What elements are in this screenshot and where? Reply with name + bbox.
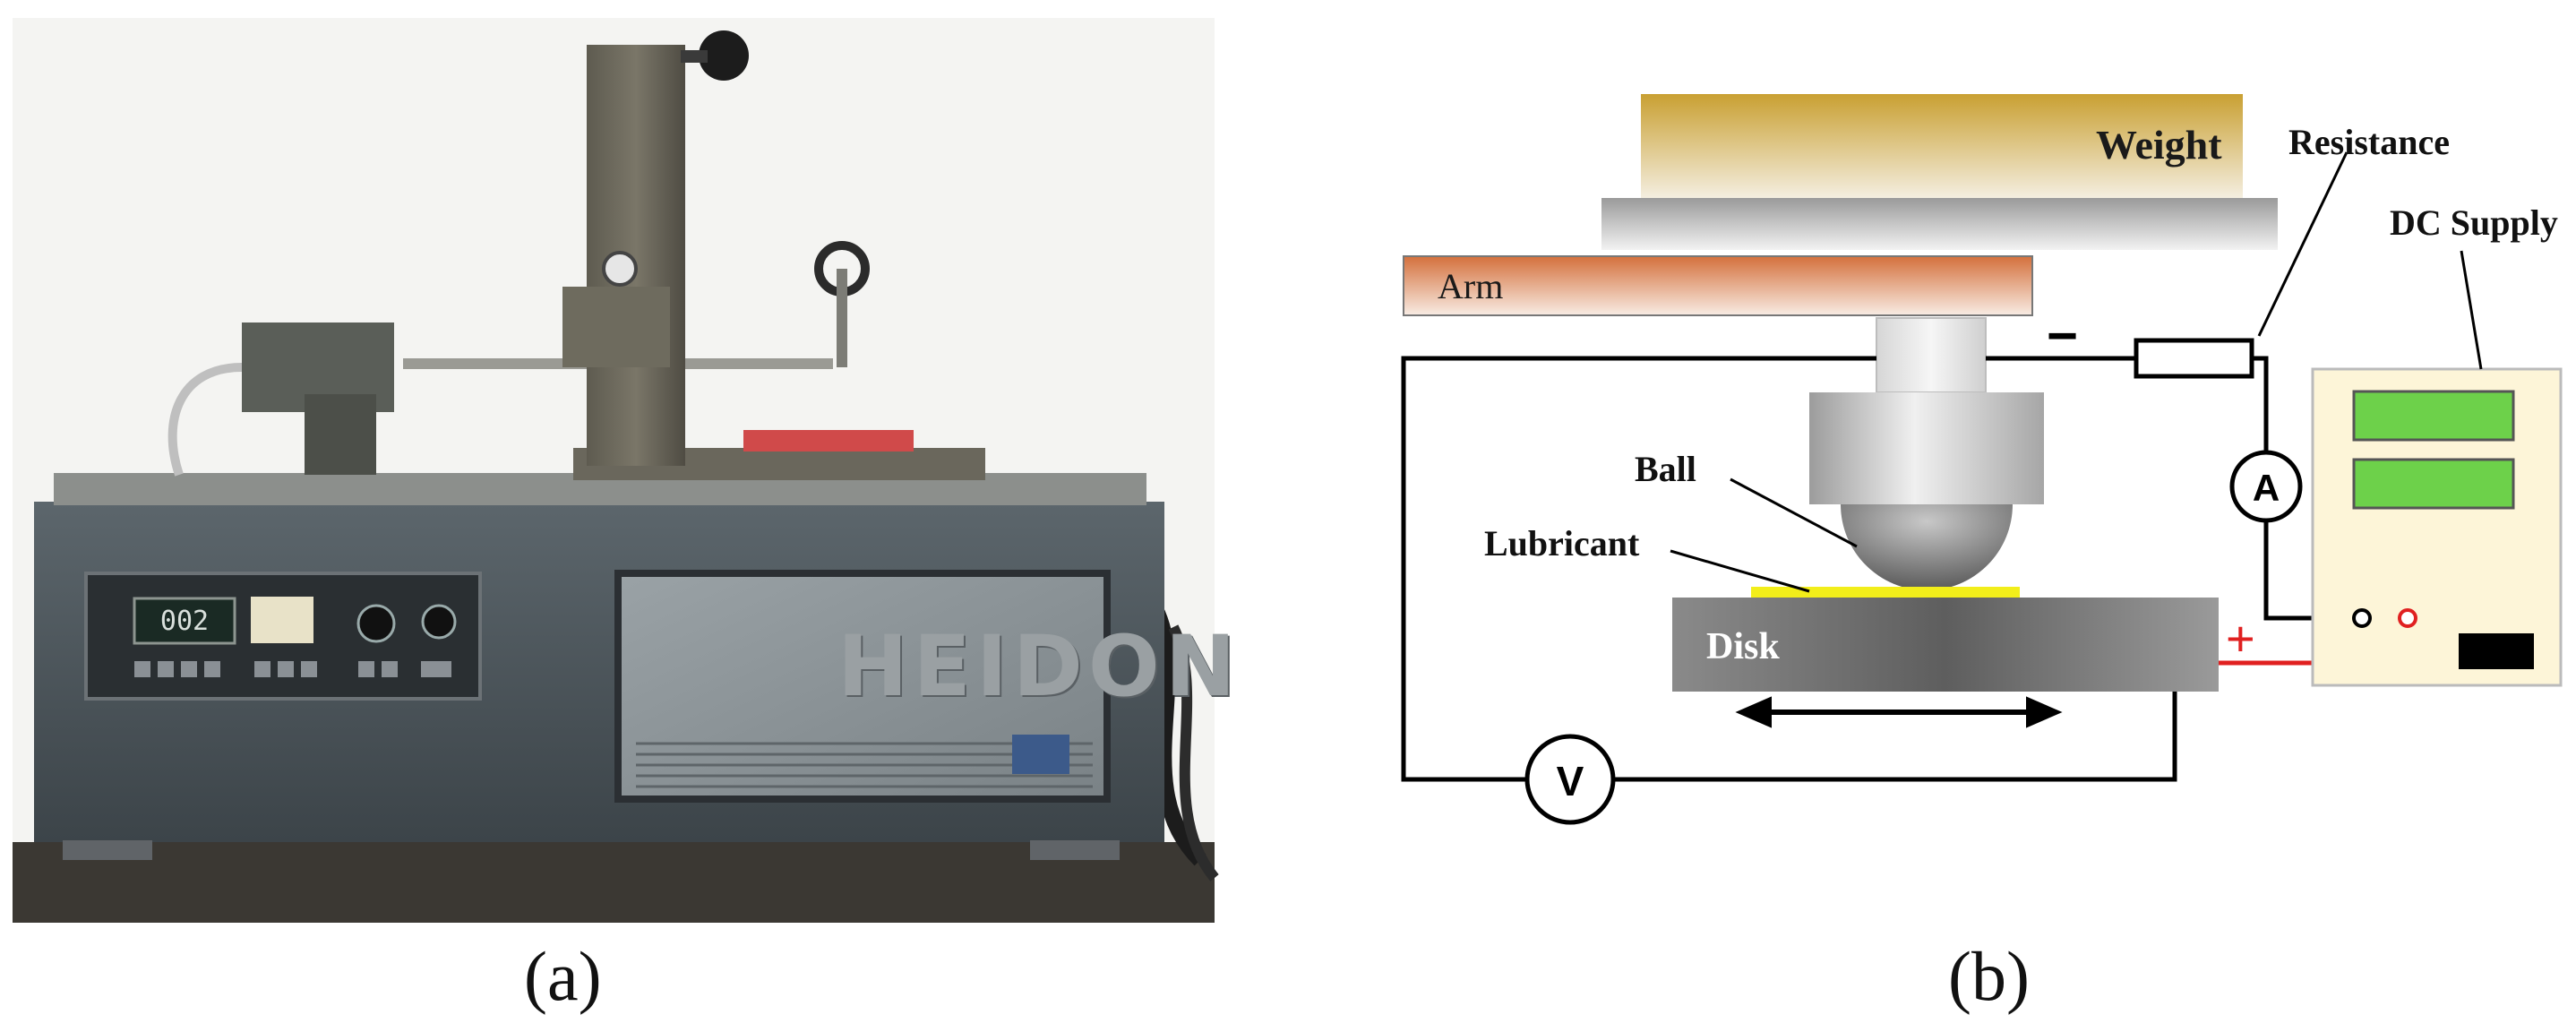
ball-holder (1809, 392, 2044, 504)
schematic: Weight Arm Resistance DC Supply Ball Lub… (1401, 94, 2563, 825)
minus-sign: − (2047, 305, 2078, 366)
voltmeter-label: V (1557, 758, 1584, 804)
gauge-dial (602, 251, 638, 287)
motor-cable (167, 363, 243, 477)
lubricant-label: Lubricant (1484, 523, 1640, 563)
load-plate (1601, 198, 2278, 250)
arm-bar (1403, 255, 2033, 316)
ball (1841, 504, 2013, 590)
ammeter-icon (2229, 450, 2303, 523)
photo-floor (13, 842, 1215, 923)
photo-cables (1147, 605, 1206, 866)
ball-pointer (1730, 477, 1858, 548)
dc-supply-label: DC Supply (2390, 202, 2558, 243)
disk (1672, 598, 2219, 692)
arm-label: Arm (1438, 266, 1503, 306)
ball-label: Ball (1635, 449, 1696, 489)
knob (356, 604, 396, 643)
dc-supply-pointer (2460, 250, 2483, 370)
supply-display (2352, 390, 2515, 442)
weight-block (1641, 94, 2243, 198)
positive-terminal (2398, 608, 2417, 628)
double-arrow-icon (1735, 696, 2063, 728)
supply-display (2352, 458, 2515, 510)
lcd-display (133, 597, 236, 645)
photo-tribometer (13, 18, 1219, 923)
disk-label: Disk (1706, 626, 1780, 667)
drawer-badge (1012, 735, 1069, 774)
plus-sign: + (2226, 610, 2255, 666)
brand-logo-text: HEIDON (837, 618, 1241, 716)
ammeter-label: A (2253, 467, 2280, 509)
supply-switch (2459, 633, 2534, 669)
control-buttons (134, 661, 451, 677)
resistor-icon (2134, 338, 2254, 379)
vertical-column (587, 45, 685, 466)
column-carriage (562, 287, 670, 367)
negative-terminal (2352, 608, 2372, 628)
lubricant-film (1751, 587, 2020, 598)
lcd-reading: 002 (159, 606, 210, 637)
resistance-label: Resistance (2288, 122, 2450, 162)
caption-b: (b) (1948, 937, 2030, 1015)
cabinet-foot (1030, 840, 1120, 860)
resistance-pointer (2257, 151, 2348, 337)
specimen-holder (743, 430, 914, 452)
voltmeter-icon (1524, 734, 1616, 825)
knob (421, 604, 457, 640)
circuit-wires (1401, 356, 2362, 782)
cabinet-foot (63, 840, 152, 860)
top-knob (699, 30, 749, 81)
motor-base (305, 394, 376, 475)
ball-holder-neck (1876, 317, 1987, 393)
caption-a: (a) (524, 937, 602, 1015)
weight-label: Weight (2096, 122, 2222, 168)
lubricant-pointer (1670, 549, 1810, 593)
dip-switch-block (251, 597, 313, 643)
